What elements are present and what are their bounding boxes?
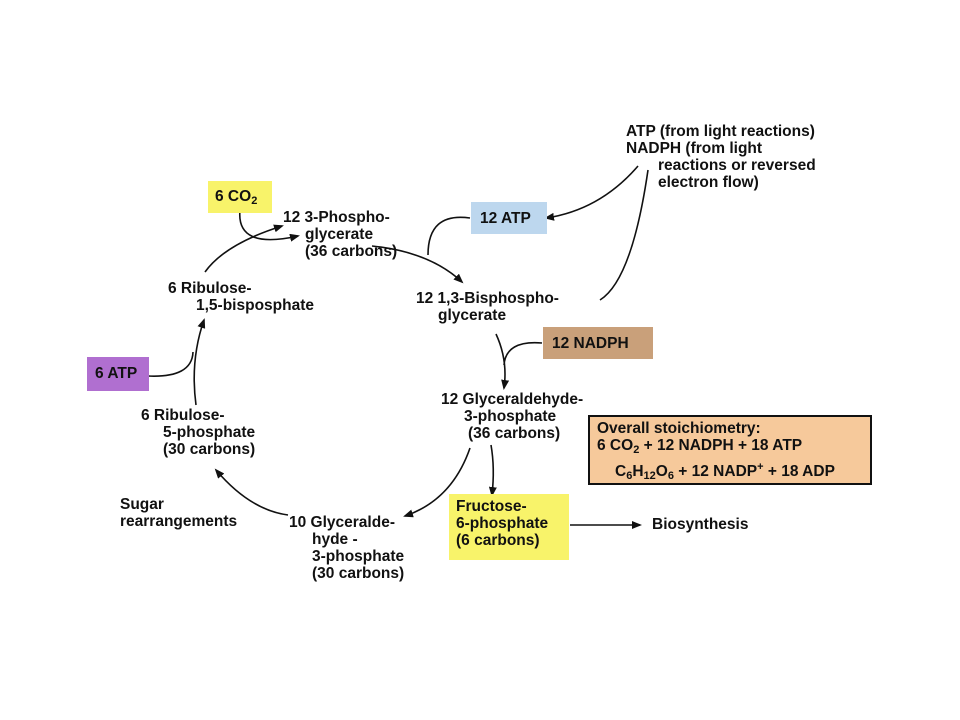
light-line2: NADPH (from light — [626, 140, 763, 157]
phosphoglycerate-label: 12 3-Phospho- glycerate (36 carbons) — [283, 209, 397, 260]
stoich-eq2-h: H — [632, 463, 644, 480]
fructose-line3: (6 carbons) — [456, 532, 540, 549]
stoich-eq2-h-sub: 12 — [643, 470, 656, 482]
light-line3: reactions or reversed — [658, 157, 816, 174]
stoich-title: Overall stoichiometry: — [597, 420, 761, 437]
arrow-rubp-to-pga — [204, 224, 284, 273]
fructose-line2: 6-phosphate — [456, 515, 549, 532]
stoich-eq2-c: C — [615, 463, 627, 480]
arrow-bpg-to-g3p — [495, 333, 510, 390]
stoich-eq2-o: O — [655, 463, 668, 480]
atp6-box: 6 ATP — [87, 357, 149, 391]
arrow-g3p12-to-g3p10 — [403, 447, 471, 518]
g3p12-line2: 3-phosphate — [464, 408, 557, 425]
rubp-line2: 1,5-bisposphate — [196, 297, 314, 314]
atp6-label: 6 ATP — [95, 365, 138, 382]
bisphosphoglycerate-label: 12 1,3-Bisphospho- glycerate — [416, 290, 559, 324]
arrow-pga-to-bpg — [371, 245, 464, 284]
pga-line3: (36 carbons) — [305, 243, 398, 260]
fructose-box: Fructose- 6-phosphate (6 carbons) — [449, 494, 569, 560]
arrow-light-down — [599, 169, 649, 301]
sugar-line2: rearrangements — [120, 513, 238, 530]
nadph12-label: 12 NADPH — [552, 335, 629, 352]
co2-box: 6 CO2 — [208, 181, 272, 213]
arrow-light-to-atp — [544, 165, 639, 221]
stoich-eq2: C6H12O6 + 12 NADP+ + 18 ADP — [597, 459, 870, 485]
nadph12-box: 12 NADPH — [543, 327, 653, 359]
arrow-ru5p-to-rubp — [193, 318, 206, 406]
biosynthesis-label: Biosynthesis — [652, 516, 748, 533]
ru5p-line1: 6 Ribulose- — [141, 407, 225, 424]
fructose-line1: Fructose- — [456, 498, 527, 515]
stoich-eq1-rest: + 12 NADPH + 18 ATP — [639, 437, 803, 454]
stoich-eq2-c-sub: 6 — [626, 470, 633, 482]
atp12-label: 12 ATP — [480, 210, 531, 227]
biosynthesis-text: Biosynthesis — [652, 516, 749, 533]
g3p10-line3: 3-phosphate — [312, 548, 405, 565]
bpg-line2: glycerate — [438, 307, 507, 324]
sugar-rearrangements-label: Sugar rearrangements — [120, 496, 237, 530]
pga-line1: 12 3-Phospho- — [283, 209, 390, 226]
atp12-box: 12 ATP — [471, 202, 547, 234]
arrow-atp6-join — [147, 351, 194, 377]
ribulose-bisphosphate-label: 6 Ribulose- 1,5-bisposphate — [168, 280, 314, 314]
bpg-line1: 12 1,3-Bisphospho- — [416, 290, 559, 307]
stoich-eq1-sub: 2 — [633, 444, 640, 456]
rubp-line1: 6 Ribulose- — [168, 280, 252, 297]
light-line1: ATP (from light reactions) — [626, 123, 815, 140]
g3p10-label: 10 Glyceralde- hyde - 3-phosphate (30 ca… — [289, 514, 404, 582]
arrow-atp12-join — [427, 216, 471, 256]
g3p12-line3: (36 carbons) — [468, 425, 561, 442]
stoich-eq1: 6 CO2 + 12 NADPH + 18 ATP — [597, 437, 870, 459]
light-reactions-label: ATP (from light reactions) NADPH (from l… — [626, 123, 816, 191]
ru5p-line2: 5-phosphate — [163, 424, 256, 441]
g3p10-line4: (30 carbons) — [312, 565, 405, 582]
g3p12-line1: 12 Glyceraldehyde- — [441, 391, 584, 408]
stoich-eq1-co2: 6 CO — [597, 437, 634, 454]
light-line4: electron flow) — [658, 174, 759, 191]
g3p10-line2: hyde - — [312, 531, 358, 548]
stoich-eq2-nadp: + 12 NADP — [673, 463, 758, 480]
pga-line2: glycerate — [305, 226, 374, 243]
stoich-eq2-adp: + 18 ADP — [763, 463, 835, 480]
g3p12-label: 12 Glyceraldehyde- 3-phosphate (36 carbo… — [441, 391, 583, 442]
sugar-line1: Sugar — [120, 496, 164, 513]
co2-subscript: 2 — [251, 195, 258, 207]
g3p10-line1: 10 Glyceralde- — [289, 514, 395, 531]
stoichiometry-box: Overall stoichiometry: 6 CO2 + 12 NADPH … — [588, 415, 872, 485]
arrow-nadph-join — [503, 341, 543, 366]
ribulose5p-label: 6 Ribulose- 5-phosphate (30 carbons) — [141, 407, 255, 458]
stoich-eq2-sup: + — [757, 461, 764, 473]
arrow-g3p10-to-ru5p — [214, 468, 289, 516]
ru5p-line3: (30 carbons) — [163, 441, 256, 458]
co2-label: 6 CO — [215, 188, 252, 205]
stoich-eq2-o-sub: 6 — [667, 470, 674, 482]
arrow-g3p-to-fructose — [488, 444, 497, 497]
